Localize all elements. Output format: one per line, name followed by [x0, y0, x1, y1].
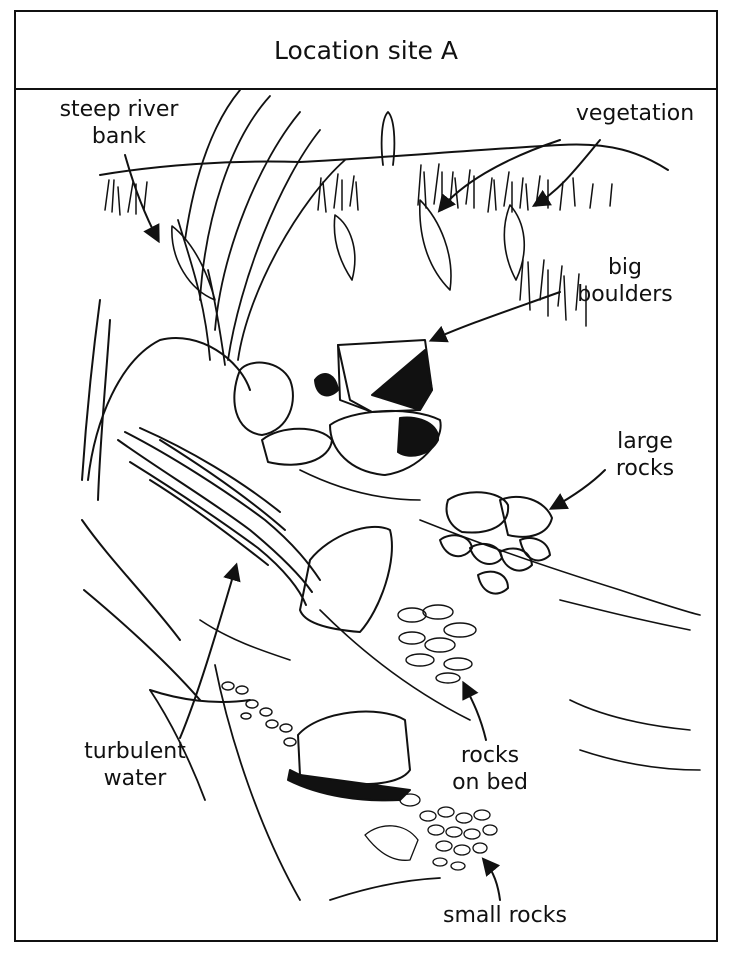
fern-leaves: [172, 200, 524, 300]
arrow-small-rocks: [484, 860, 500, 900]
rocks-on-bed: [398, 605, 476, 683]
arrow-vegetation-2: [535, 140, 600, 205]
label-turbulent-water: turbulent water: [60, 738, 210, 792]
label-steep-river-bank: steep river bank: [24, 96, 214, 150]
label-rocks-on-bed: rocks on bed: [430, 742, 550, 796]
label-large-rocks: large rocks: [590, 428, 700, 482]
label-vegetation: vegetation: [560, 100, 710, 127]
stream-flow-lines: [200, 470, 700, 770]
grass-tufts: [105, 164, 612, 326]
big-boulders: [234, 340, 440, 475]
arrow-turbulent-water: [180, 566, 236, 738]
cube-boulder: [288, 712, 410, 801]
slab-rock: [300, 527, 392, 632]
turbulent-water: [118, 428, 320, 605]
label-big-boulders: big boulders: [560, 254, 690, 308]
arrow-big-boulders: [432, 292, 560, 340]
label-small-rocks: small rocks: [405, 902, 605, 929]
steep-bank-outline: [82, 300, 250, 500]
small-rocks: [365, 794, 497, 870]
arrow-rocks-on-bed: [464, 684, 486, 740]
rock-wall: [82, 520, 250, 702]
large-rocks: [440, 492, 552, 593]
